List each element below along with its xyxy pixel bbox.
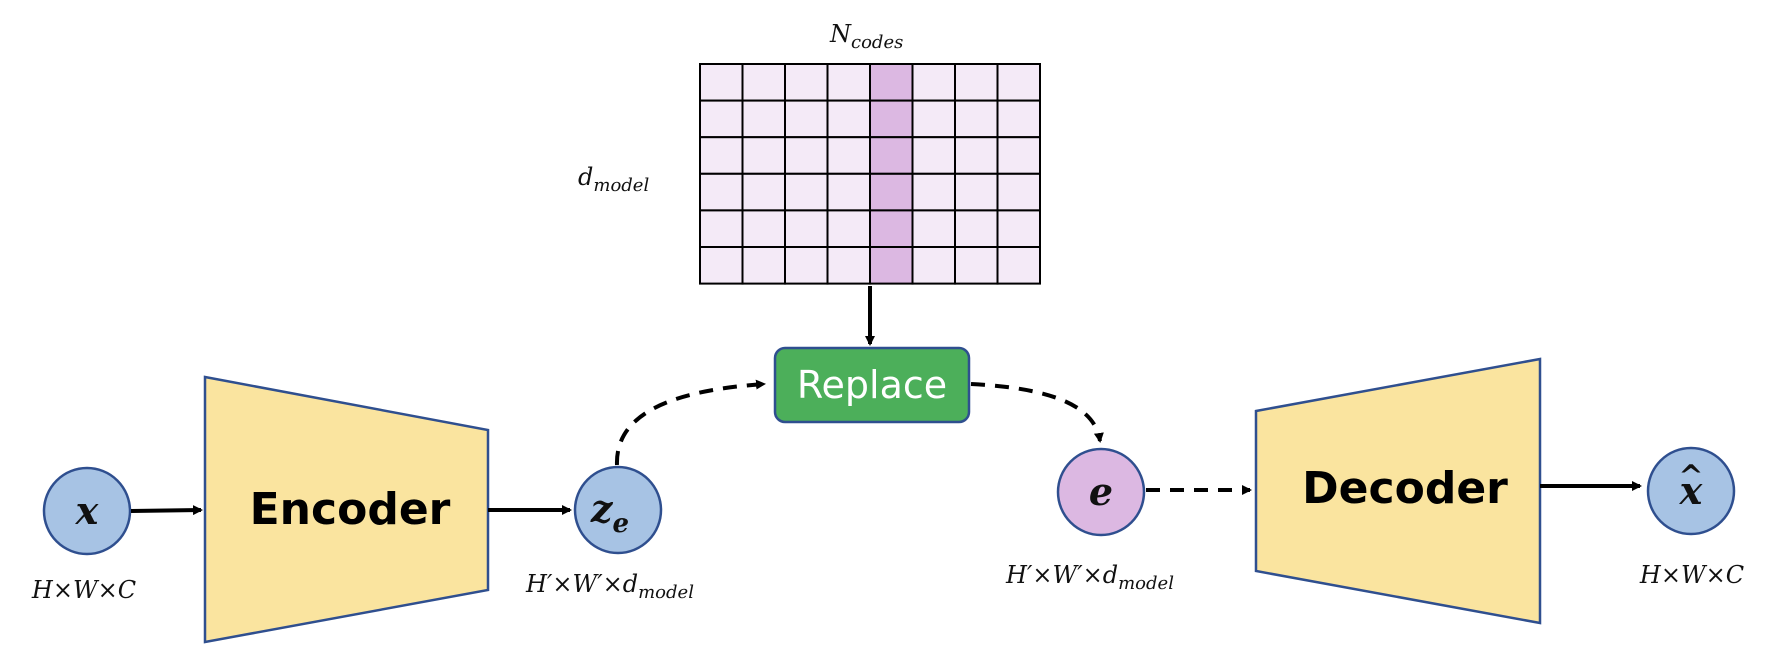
codebook-cell (741, 63, 786, 102)
codebook-cell (784, 136, 829, 175)
node-x (42, 466, 132, 556)
codebook-cell-highlighted (869, 209, 914, 248)
encoder-block (203, 375, 490, 644)
codebook-cell (954, 172, 999, 212)
arrow-x-to-encoder (130, 505, 203, 516)
codebook-cell (954, 209, 999, 248)
codebook-cell (911, 99, 956, 139)
codebook-rows-label: dmodel (578, 163, 649, 196)
node-e-shape: H′×W′×dmodel (1005, 561, 1174, 594)
replace-box (773, 346, 971, 424)
codebook-cell-highlighted (869, 99, 914, 139)
codebook-cell (784, 63, 829, 102)
codebook-cell (741, 136, 786, 175)
codebook-cell (741, 246, 786, 285)
codebook-cell (784, 209, 829, 248)
codebook-cell (911, 136, 956, 175)
codebook-cell-highlighted (869, 172, 914, 212)
arrow-replace-to-e (970, 382, 1104, 443)
codebook-cell (699, 99, 744, 139)
codebook-cell (784, 99, 829, 139)
codebook-cell (954, 63, 999, 102)
codebook-grid (699, 63, 1041, 285)
node-e-label: e (1089, 469, 1113, 514)
arrow-ze-to-replace (614, 379, 766, 466)
codebook-cell (996, 63, 1041, 102)
codebook-cell (996, 172, 1041, 212)
codebook-cell (954, 136, 999, 175)
replace-label: Replace (797, 363, 947, 407)
codebook-cell (699, 136, 744, 175)
codebook-cell (826, 99, 871, 139)
codebook-cell (826, 209, 871, 248)
codebook-cell-highlighted (869, 63, 914, 102)
node-x-label: x (75, 488, 100, 533)
node-xhat-label: x (1679, 468, 1704, 513)
node-e (1056, 447, 1146, 537)
codebook-cell (699, 246, 744, 285)
codebook-cell (954, 246, 999, 285)
codebook-cell (741, 99, 786, 139)
codebook-cell (911, 246, 956, 285)
node-xhat-shape: H×W×C (1639, 561, 1744, 589)
node-x-shape: H×W×C (31, 576, 136, 604)
node-ze (573, 465, 663, 555)
codebook-cell (996, 246, 1041, 285)
codebook-cell (784, 172, 829, 212)
node-ze-label: ze (590, 486, 629, 539)
codebook-cell (741, 209, 786, 248)
codebook-cell (911, 172, 956, 212)
node-xhat (1646, 446, 1736, 536)
codebook-cell-highlighted (869, 136, 914, 175)
decoder-label: Decoder (1302, 463, 1508, 514)
codebook-cell (911, 63, 956, 102)
codebook-cell (954, 99, 999, 139)
node-ze-shape: H′×W′×dmodel (525, 570, 694, 603)
encoder-label: Encoder (250, 484, 451, 535)
decoder-block (1254, 357, 1542, 625)
codebook-cell (996, 209, 1041, 248)
codebook-cell (741, 172, 786, 212)
codebook-cell (699, 63, 744, 102)
codebook-cell (996, 136, 1041, 175)
codebook-cell (826, 172, 871, 212)
codebook-cell (996, 99, 1041, 139)
codebook-cell (699, 172, 744, 212)
codebook-columns-label: Ncodes (829, 20, 903, 53)
codebook-cell (826, 246, 871, 285)
codebook-cell (826, 63, 871, 102)
codebook-cell (826, 136, 871, 175)
node-xhat-hat: ^ (1678, 459, 1703, 494)
codebook-cell (699, 209, 744, 248)
codebook-cell (911, 209, 956, 248)
codebook-cell (784, 246, 829, 285)
codebook-cell-highlighted (869, 246, 914, 285)
